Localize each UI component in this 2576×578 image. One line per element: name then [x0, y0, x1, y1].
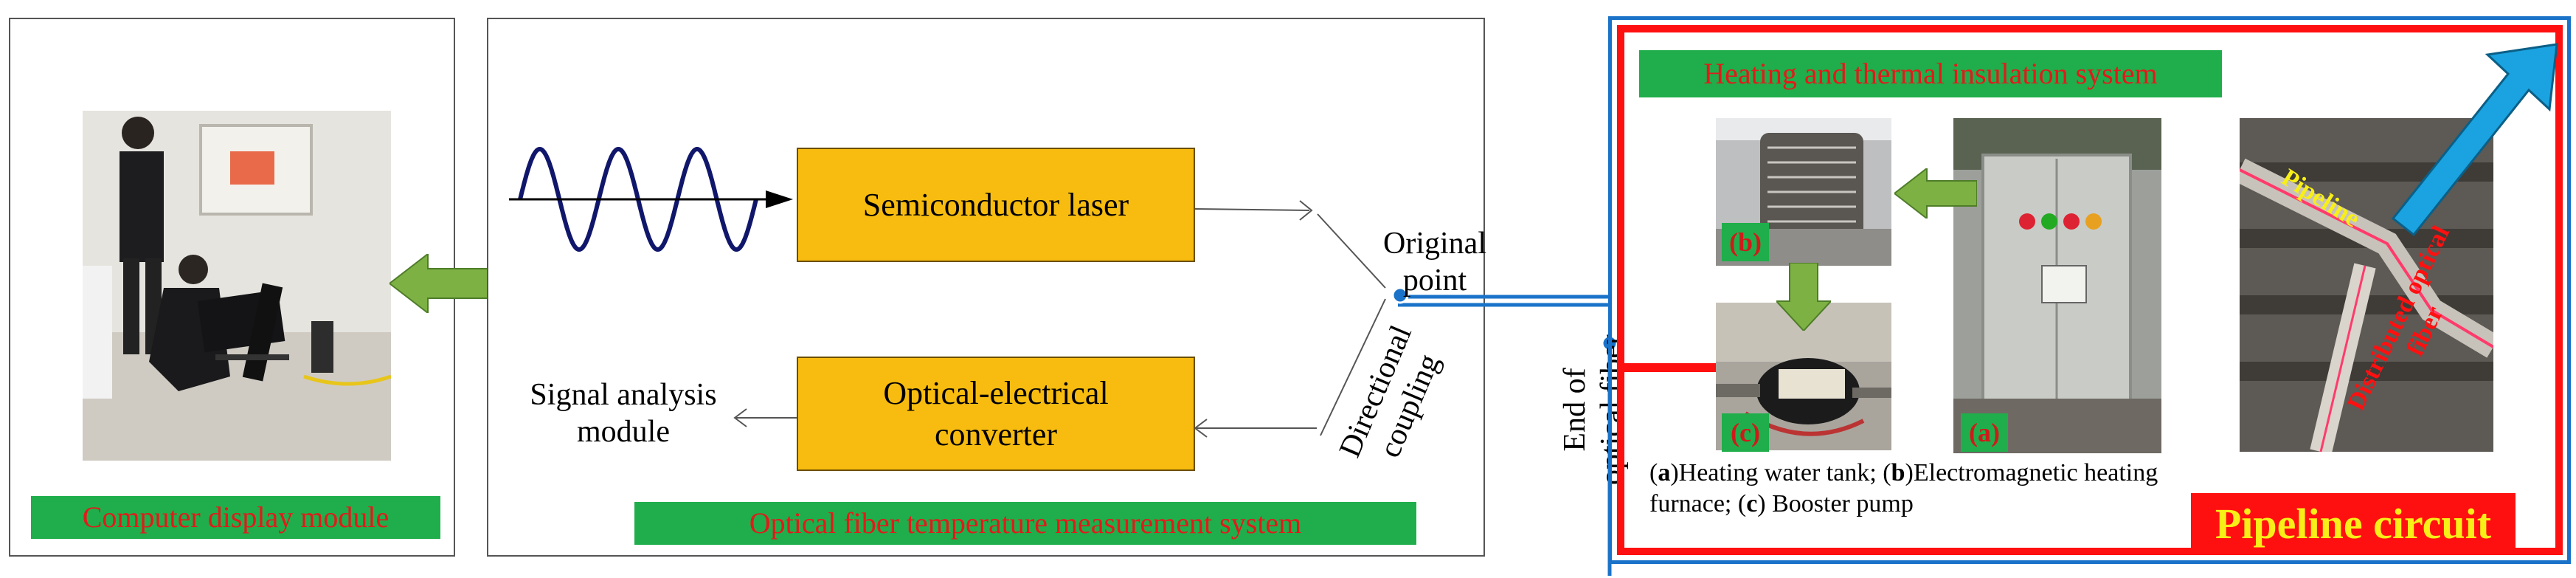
optical-electrical-converter-box: Optical-electrical converter — [797, 357, 1195, 471]
green-arrow-furnace-to-pump — [1776, 263, 1831, 331]
pipeline-circuit-label: Pipeline circuit — [2191, 493, 2516, 555]
converter-label-line1: Optical-electrical — [883, 374, 1109, 411]
original-line2: point — [1402, 264, 1467, 297]
computer-photo — [83, 111, 391, 461]
green-arrow-tank-to-furnace — [1894, 168, 1977, 219]
caption-line1: (a)Heating water tank; (b)Electromagneti… — [1649, 459, 2158, 486]
caption-line2-pre: furnace; ( — [1649, 490, 1747, 517]
computer-display-label: Computer display module — [31, 496, 440, 539]
caption-text-a: Heating water tank; — [1678, 459, 1883, 486]
caption-text-c: ) Booster pump — [1757, 490, 1914, 517]
heating-system-label: Heating and thermal insulation system — [1639, 50, 2222, 97]
caption-letter-a: a — [1658, 459, 1671, 486]
heating-system-caption: (a)Heating water tank; (b)Electromagneti… — [1649, 458, 2343, 520]
semiconductor-laser-box: Semiconductor laser — [797, 148, 1195, 262]
original-point-label: Original point — [1379, 225, 1490, 299]
original-line1: Original — [1383, 227, 1486, 261]
tag-c: (c) — [1722, 413, 1769, 452]
fiber-end-line1: End of — [1558, 368, 1592, 452]
tag-a: (a) — [1961, 413, 2008, 452]
converter-label-line2: converter — [934, 416, 1058, 453]
measurement-system-label: Optical fiber temperature measurement sy… — [634, 502, 1416, 545]
caption-line2: furnace; (c) Booster pump — [1649, 489, 2343, 520]
caption-letter-c: c — [1746, 490, 1758, 517]
pipeline-circuit-outer-border — [1608, 16, 2571, 564]
signal-line2: module — [577, 415, 670, 449]
heating-water-tank-photo — [1953, 118, 2161, 453]
furnace-photo — [1716, 118, 1891, 266]
green-arrow-to-computer — [389, 254, 488, 313]
flow-direction-arrow — [2391, 43, 2558, 237]
pipeline-circuit-red-border — [1617, 25, 2563, 555]
caption-letter-b: b — [1891, 459, 1905, 486]
signal-analysis-label: Signal analysis module — [509, 376, 738, 450]
tag-b: (b) — [1722, 223, 1769, 261]
caption-text-b: Electromagnetic heating — [1913, 459, 2158, 486]
signal-line1: Signal analysis — [530, 378, 717, 412]
light-wave-icon — [509, 146, 793, 252]
